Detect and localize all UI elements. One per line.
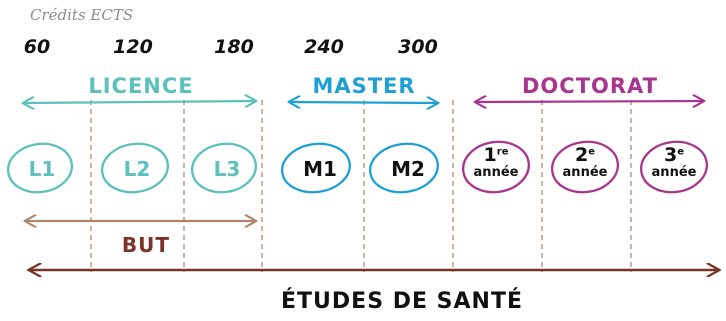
sante-label: ÉTUDES DE SANTÉ	[281, 289, 523, 314]
doctorat-year-2-num: 2	[574, 144, 589, 166]
oval-d1	[461, 140, 531, 194]
doctorat-year-1: 1re année	[473, 144, 519, 180]
doctorat-year-2-label: année	[562, 165, 608, 180]
doctorat-year-3-label: année	[651, 165, 697, 180]
doctorat-year-2: 2e année	[562, 144, 608, 180]
master-arrow	[290, 102, 437, 103]
doctorat-year-2-sup: e	[588, 146, 596, 158]
oval-l2	[101, 142, 169, 194]
credit-120: 120	[113, 36, 153, 58]
but-label: BUT	[121, 233, 171, 257]
credit-180: 180	[214, 36, 254, 58]
credit-60: 60	[23, 36, 51, 58]
doctorat-year-3: 3e année	[651, 144, 697, 180]
cycle-master-label: MASTER	[312, 74, 416, 98]
doctorat-year-1-num: 1	[483, 144, 497, 166]
oval-d2	[550, 140, 620, 194]
credit-300: 300	[398, 36, 438, 58]
doctorat-arrow	[476, 101, 703, 102]
doctorat-year-1-sup: re	[496, 146, 509, 158]
oval-m1	[281, 142, 351, 194]
oval-l1	[6, 142, 74, 194]
oval-l3	[190, 142, 258, 194]
year-l1: L1	[28, 157, 56, 181]
doctorat-year-1-label: année	[473, 165, 519, 180]
year-m1: M1	[303, 157, 337, 181]
doctorat-year-3-sup: e	[677, 146, 685, 158]
year-m2: M2	[391, 157, 425, 181]
licence-arrow	[24, 101, 255, 103]
oval-d3	[639, 140, 709, 194]
oval-m2	[369, 142, 439, 194]
ects-title: Crédits ECTS	[30, 6, 134, 24]
year-l3: L3	[213, 157, 241, 181]
cycle-doctorat-label: DOCTORAT	[522, 74, 658, 98]
cycle-licence-label: LICENCE	[88, 74, 194, 98]
year-l2: L2	[123, 157, 151, 181]
doctorat-year-3-num: 3	[663, 144, 678, 166]
credit-240: 240	[304, 36, 344, 58]
